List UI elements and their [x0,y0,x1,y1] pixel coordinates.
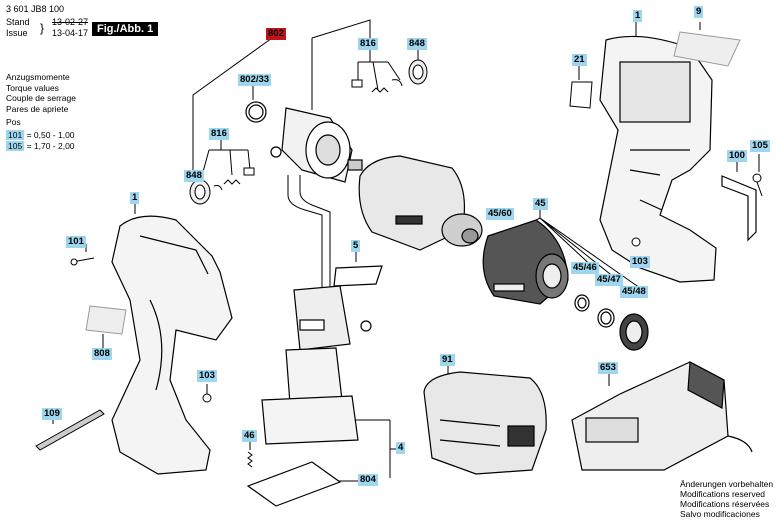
motor-assembly [245,101,363,183]
label-808 [85,305,127,335]
callout-802-33: 802/33 [238,74,272,86]
issue-date: 13-04-17 [52,28,89,38]
issue-label: Issue [6,28,28,38]
part-number: 3 601 JB8 100 [6,4,65,14]
spring-46 [247,451,253,468]
callout-9: 9 [694,6,704,18]
screw-103-right [631,237,641,247]
callout-816-top: 816 [358,38,378,50]
leader-816a [357,50,401,91]
callout-653: 653 [598,362,618,374]
legend-pos-101: 101 [6,129,25,140]
label-9 [673,31,741,67]
brace-icon: } [40,21,45,35]
brush-parts-top [351,59,428,93]
screw-103-left [202,393,212,403]
callout-848-top: 848 [407,38,427,50]
leader-802-tree [192,19,371,175]
callout-4: 4 [396,442,406,454]
callout-109: 109 [42,408,62,420]
callout-816-left: 816 [209,128,229,140]
callout-808: 808 [92,348,112,360]
callout-848-left: 848 [184,170,204,182]
torque-legend: Anzugsmomente Torque values Couple de se… [6,72,76,152]
callout-1-left: 1 [130,192,140,204]
charger-653 [571,361,753,471]
callout-101: 101 [66,236,86,248]
footer-line: Modifications reserved [680,489,766,499]
label-21 [569,81,593,109]
front-rings [574,294,649,351]
callout-91: 91 [440,354,455,366]
callout-46: 46 [242,430,257,442]
belt-clip [721,175,757,242]
callout-45: 45 [533,198,548,210]
legend-line: Torque values [6,82,59,93]
leader-816b [202,140,251,176]
figure-label: Fig./Abb. 1 [92,22,159,36]
legend-row: 105 = 1,70 - 2,00 [6,141,76,152]
bit-109 [35,409,105,451]
footer-line: Modifications réservées [680,499,770,509]
callout-45-46: 45/46 [571,262,599,274]
leader-45-group [499,210,641,289]
callout-1-right: 1 [633,10,643,22]
footer-notice: Änderungen vorbehalten Modifications res… [680,479,773,519]
legend-row: 101 = 0,50 - 1,00 [6,129,76,141]
legend-value: = 0,50 - 1,00 [26,129,75,140]
gear-housing [358,155,483,251]
callout-5: 5 [351,240,361,252]
stand-date: 13-02-27 [52,17,89,27]
legend-pos-105: 105 [6,141,25,151]
housing-shell-left [111,215,233,475]
callout-804: 804 [358,474,378,486]
front-cap [482,219,569,305]
legend-value: = 1,70 - 2,00 [26,141,75,151]
callout-45-47: 45/47 [595,274,623,286]
legend-line: Couple de serrage [6,93,76,103]
plate-804 [246,461,342,507]
screw-105 [752,173,763,197]
pos-label: Pos [6,117,21,127]
callout-802: 802 [266,28,286,40]
footer-line: Änderungen vorbehalten [680,479,774,489]
callout-45-60: 45/60 [486,208,514,220]
stand-label: Stand [6,17,30,27]
switch-assembly [261,265,383,445]
legend-line: Anzugsmomente [6,72,70,82]
callout-100: 100 [727,150,747,162]
callout-45-48: 45/48 [620,286,648,298]
screw-101 [70,257,95,266]
brush-parts-left [189,167,255,205]
battery-91 [423,371,547,475]
callout-103-left: 103 [197,370,217,382]
legend-line: Pares de apriete [6,103,69,114]
callout-21: 21 [572,54,587,66]
wire-leads [287,175,331,290]
callout-105: 105 [750,140,770,152]
housing-shell-right [599,35,717,283]
callout-103-right: 103 [630,256,650,268]
footer-line: Salvo modificaciones [680,509,760,519]
